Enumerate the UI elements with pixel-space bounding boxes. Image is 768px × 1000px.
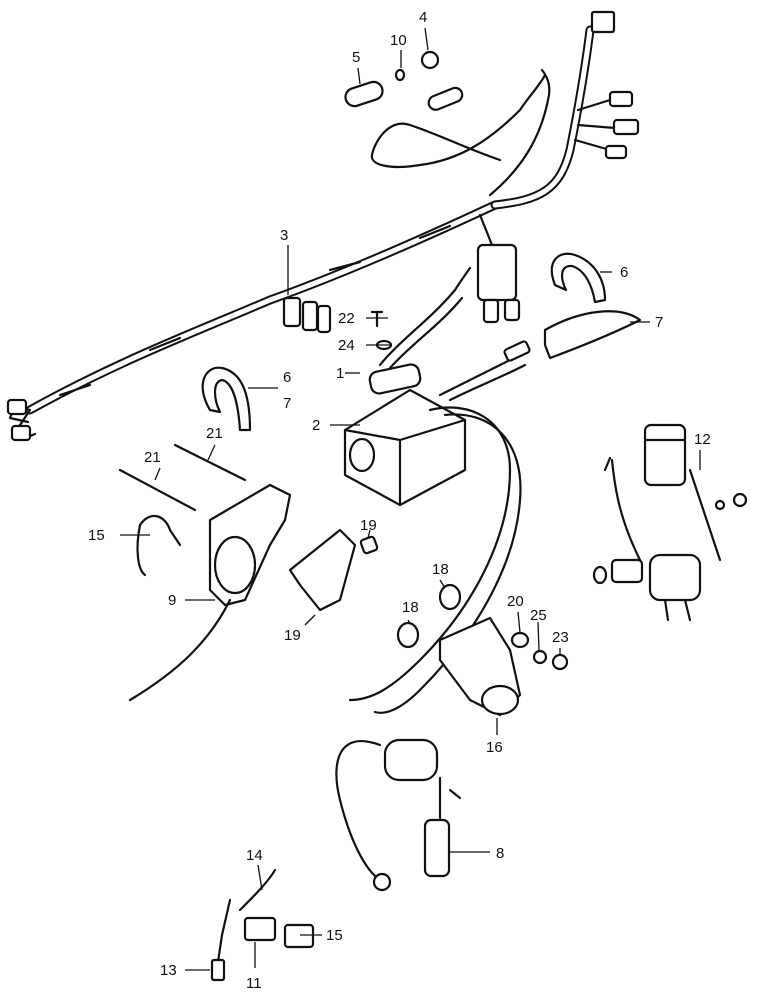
callout-19b: 19 [284, 627, 301, 644]
switch-part [368, 266, 472, 395]
callout-labels: 3 4 5 10 6 7 6 7 22 24 1 2 12 21 21 15 1… [88, 9, 711, 992]
callout-2: 2 [312, 417, 320, 434]
callout-9: 9 [168, 592, 176, 609]
main-wire-harness [6, 10, 640, 442]
callout-16: 16 [486, 739, 503, 756]
callout-11: 11 [246, 975, 262, 992]
starter-relay-assembly [592, 423, 748, 622]
callout-23: 23 [552, 629, 569, 646]
callout-6b: 6 [283, 369, 291, 386]
fuse-holder [344, 50, 464, 111]
callout-25: 25 [530, 607, 547, 624]
callout-14: 14 [246, 847, 263, 864]
callout-19a: 19 [360, 517, 377, 534]
callout-12: 12 [694, 431, 711, 448]
grommets [396, 583, 462, 649]
callout-21a: 21 [206, 425, 223, 442]
callout-7b: 7 [283, 395, 291, 412]
callout-21b: 21 [144, 449, 161, 466]
callout-22: 22 [338, 310, 355, 327]
callout-8: 8 [496, 845, 504, 862]
callout-4: 4 [419, 9, 427, 26]
ignition-switch [335, 738, 462, 892]
callout-15: 15 [326, 927, 343, 944]
callout-1: 1 [336, 365, 344, 382]
small-electrical-parts [210, 868, 315, 982]
callout-20: 20 [507, 593, 524, 610]
callout-5: 5 [352, 49, 360, 66]
callout-13: 13 [160, 962, 177, 979]
callout-6a: 6 [620, 264, 628, 281]
callout-10: 10 [390, 32, 407, 49]
callout-17: 15 [88, 527, 105, 544]
callout-24: 24 [338, 337, 355, 354]
harness-clamps [201, 252, 642, 432]
pulser-assembly [118, 443, 379, 702]
callout-18b: 18 [402, 599, 419, 616]
coil-bracket [438, 616, 569, 717]
callout-leaders [120, 27, 701, 971]
callout-7a: 7 [655, 314, 663, 331]
ignition-coil [343, 340, 531, 714]
callout-18a: 18 [432, 561, 449, 578]
callout-3: 3 [280, 227, 288, 244]
